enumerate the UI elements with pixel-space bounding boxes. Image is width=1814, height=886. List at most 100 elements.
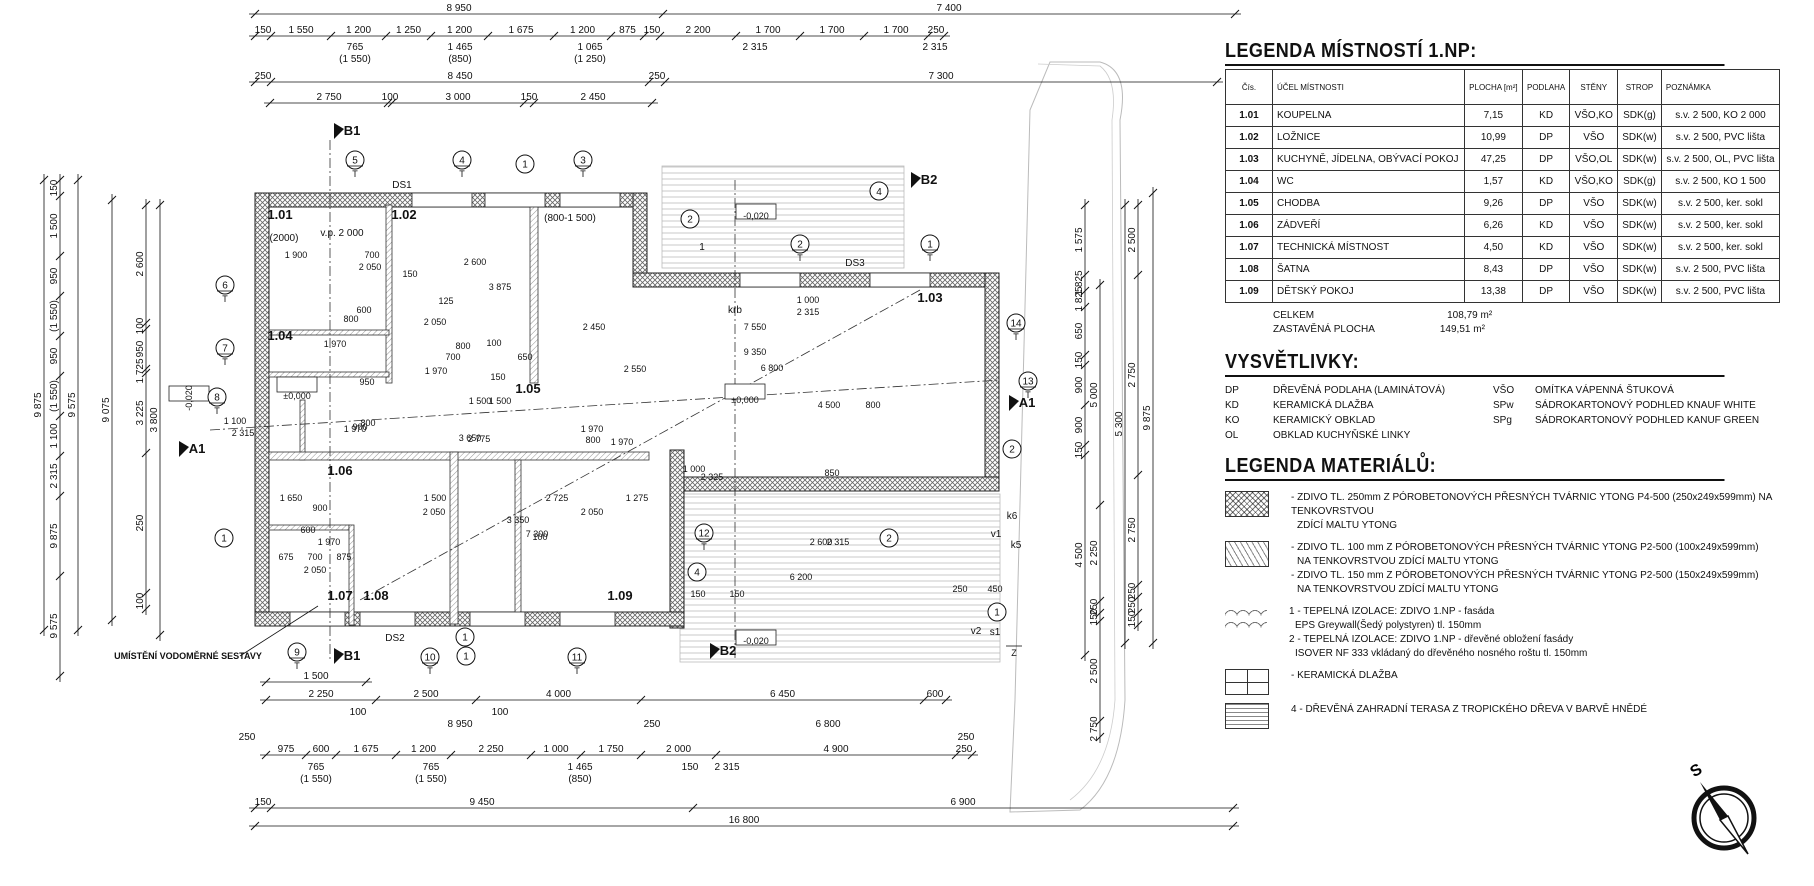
exterior-wall-north-east: [632, 272, 989, 288]
top-dim-overall-tick: [1230, 9, 1240, 19]
axis-marker-circle: [215, 338, 235, 358]
bottom-dim-outer-tick: [688, 803, 698, 813]
interior-dim: 100: [532, 532, 547, 542]
top-dim-inner-tick: [660, 77, 670, 87]
top-dim-rooms-value: 3 000: [445, 92, 470, 103]
window-0: [411, 192, 473, 208]
level-label: -0,020: [184, 385, 194, 411]
room-area: 10,99: [1463, 126, 1523, 149]
top-dim-openings-tick: [606, 31, 616, 41]
axis-marker-number: 1: [463, 652, 469, 663]
interior-dim: 2 775: [468, 434, 491, 444]
room-walls: VŠO: [1569, 236, 1619, 259]
room-area: 1,57: [1463, 170, 1523, 193]
material-description: 4 - DŘEVĚNÁ ZAHRADNÍ TERASA Z TROPICKÉHO…: [1291, 703, 1647, 717]
right-dim-openings-value: 650: [1074, 322, 1085, 339]
left-dim-rooms-tick: [141, 604, 151, 614]
interior-dim: 100: [486, 338, 501, 348]
left-dim-rooms-value: 250: [135, 514, 146, 531]
partition-1-07-1-08: [348, 524, 355, 626]
left-dim-right-tick: [155, 200, 165, 210]
right-dim-b-value: 2 750: [1127, 362, 1138, 387]
bottom-dim-sub: (1 550): [300, 774, 332, 785]
room-floor: DP: [1521, 148, 1571, 171]
plan-label: DS3: [845, 258, 865, 269]
left-dim-overall-b-tick: [73, 175, 83, 185]
axis-marker-circle: [287, 642, 307, 662]
room-floor: DP: [1521, 126, 1571, 149]
top-dim-openings-value: 1 550: [288, 25, 313, 36]
top-dim-openings-value: 2 200: [685, 25, 710, 36]
interior-dim: 1 970: [611, 437, 634, 447]
top-dim-openings-value: 1 200: [570, 25, 595, 36]
interior-dim: 1 275: [626, 493, 649, 503]
bottom-dim-openings-tick: [446, 750, 456, 760]
right-dim-a-tick: [1120, 638, 1130, 648]
right-dim-total-tick: [1148, 638, 1158, 648]
axis-marker-circle: [920, 234, 940, 254]
section-arrow: [334, 123, 344, 139]
top-dim-overall-value: 7 400: [936, 3, 961, 14]
room-ceiling: SDK(w): [1617, 258, 1662, 281]
room-ceiling: SDK(g): [1617, 104, 1662, 127]
bottom-dim-openings-value: 2 000: [666, 744, 691, 755]
interior-dim: 450: [987, 584, 1002, 594]
right-dim-openings-value: 1 825: [1074, 286, 1085, 311]
right-dim-openings-value: 900: [1074, 416, 1085, 433]
axis-marker-circle: [790, 234, 810, 254]
room-floor: KD: [1521, 170, 1571, 193]
axis-marker-circle: [455, 627, 475, 647]
axis-marker-number: 1: [221, 534, 227, 545]
right-dim-rooms-value: 2 500: [1089, 658, 1100, 683]
right-dim-b-tick: [1133, 608, 1143, 618]
room-walls: VŠO: [1569, 280, 1619, 303]
room-number: 1.02: [1225, 126, 1273, 149]
interior-dim: 150: [490, 372, 505, 382]
left-dim-rooms-value: 950: [135, 340, 146, 357]
top-dim-openings-tick: [731, 31, 741, 41]
materials-title: LEGENDA MATERIÁLŮ:: [1225, 455, 1725, 481]
room-note: s.v. 2 500, ker. sokl: [1660, 214, 1781, 237]
explanations-title: VYSVĚTLIVKY:: [1225, 351, 1725, 377]
axis-marker-number: 5: [352, 156, 358, 167]
room-area: 8,43: [1463, 258, 1523, 281]
right-dim-rooms-tick: [1095, 500, 1105, 510]
room-walls: VŠO: [1569, 192, 1619, 215]
material-line: NA TENKOVRSTVOU ZDÍCÍ MALTU YTONG: [1297, 556, 1499, 567]
right-dim-openings-value: 900: [1074, 376, 1085, 393]
explanation-code: KD: [1225, 400, 1239, 411]
interior-dim: 2 050: [424, 317, 447, 327]
explanation-text: KERAMICKÝ OBKLAD: [1273, 415, 1376, 426]
left-dim-openings-value: 2 315: [49, 463, 60, 488]
left-dim-openings-value: 1 500: [49, 213, 60, 238]
top-dim-openings-value: 1 675: [508, 25, 533, 36]
bottom-dim-outer-value: 9 450: [469, 797, 494, 808]
compass-needle-dark: [1700, 782, 1728, 820]
partition-zadveri: [299, 399, 306, 461]
room-ceiling: SDK(g): [1617, 170, 1662, 193]
material-item: 4 - DŘEVĚNÁ ZAHRADNÍ TERASA Z TROPICKÉHO…: [1225, 703, 1780, 729]
room-label: 1.06: [327, 463, 352, 478]
plan-label: krb: [728, 305, 742, 316]
section-marker: B2: [720, 643, 737, 658]
left-dim-rooms-tick: [141, 448, 151, 458]
top-dim-rooms-tick: [265, 98, 275, 108]
right-dim-rooms-tick: [1095, 616, 1105, 626]
room-area: 4,50: [1463, 236, 1523, 259]
interior-dim: 1 970: [318, 537, 341, 547]
bottom-dim-sub: 1 465: [567, 762, 592, 773]
partition-1-09: [514, 459, 522, 625]
bottom-dim-first-value: 1 500: [303, 671, 328, 682]
room-floor: KD: [1521, 236, 1571, 259]
left-dim-rooms-tick: [141, 364, 151, 374]
axis-marker-circle: [879, 528, 899, 548]
bottom-dim-rooms-tick: [371, 695, 381, 705]
col-area: PLOCHA [m²]: [1463, 69, 1523, 105]
axis-marker-number: 1: [927, 240, 933, 251]
left-dim-rooms-value: 100: [135, 317, 146, 334]
bottom-dim-openings-tick: [711, 750, 721, 760]
top-dim-rooms-value: 100: [382, 92, 399, 103]
